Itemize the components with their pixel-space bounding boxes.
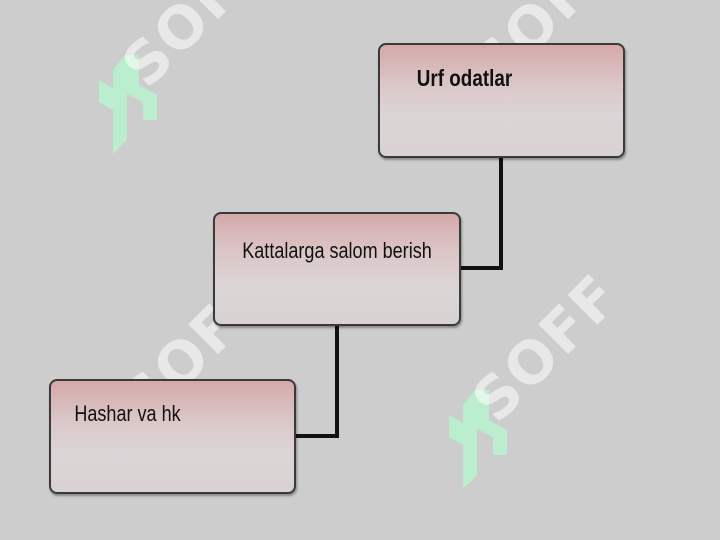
node-mid-label: Kattalarga salom berish bbox=[242, 238, 432, 263]
connector-root-to-mid bbox=[461, 158, 503, 270]
node-root-label: Urf odatlar bbox=[416, 65, 513, 91]
watermark-bottom-right: SOFF bbox=[445, 261, 645, 489]
node-mid: Kattalarga salom berish bbox=[213, 212, 461, 326]
watermark-top-left: SOFF bbox=[95, 0, 295, 154]
node-leaf-label: Hashar va hk bbox=[74, 401, 181, 426]
connector-mid-to-leaf bbox=[296, 326, 339, 438]
soff-logo-icon bbox=[99, 55, 157, 154]
node-leaf: Hashar va hk bbox=[49, 379, 296, 494]
soff-logo-icon bbox=[449, 390, 507, 489]
watermark-text: SOFF bbox=[108, 0, 284, 101]
watermark-text: SOFF bbox=[458, 260, 634, 435]
node-root: Urf odatlar bbox=[378, 43, 625, 158]
